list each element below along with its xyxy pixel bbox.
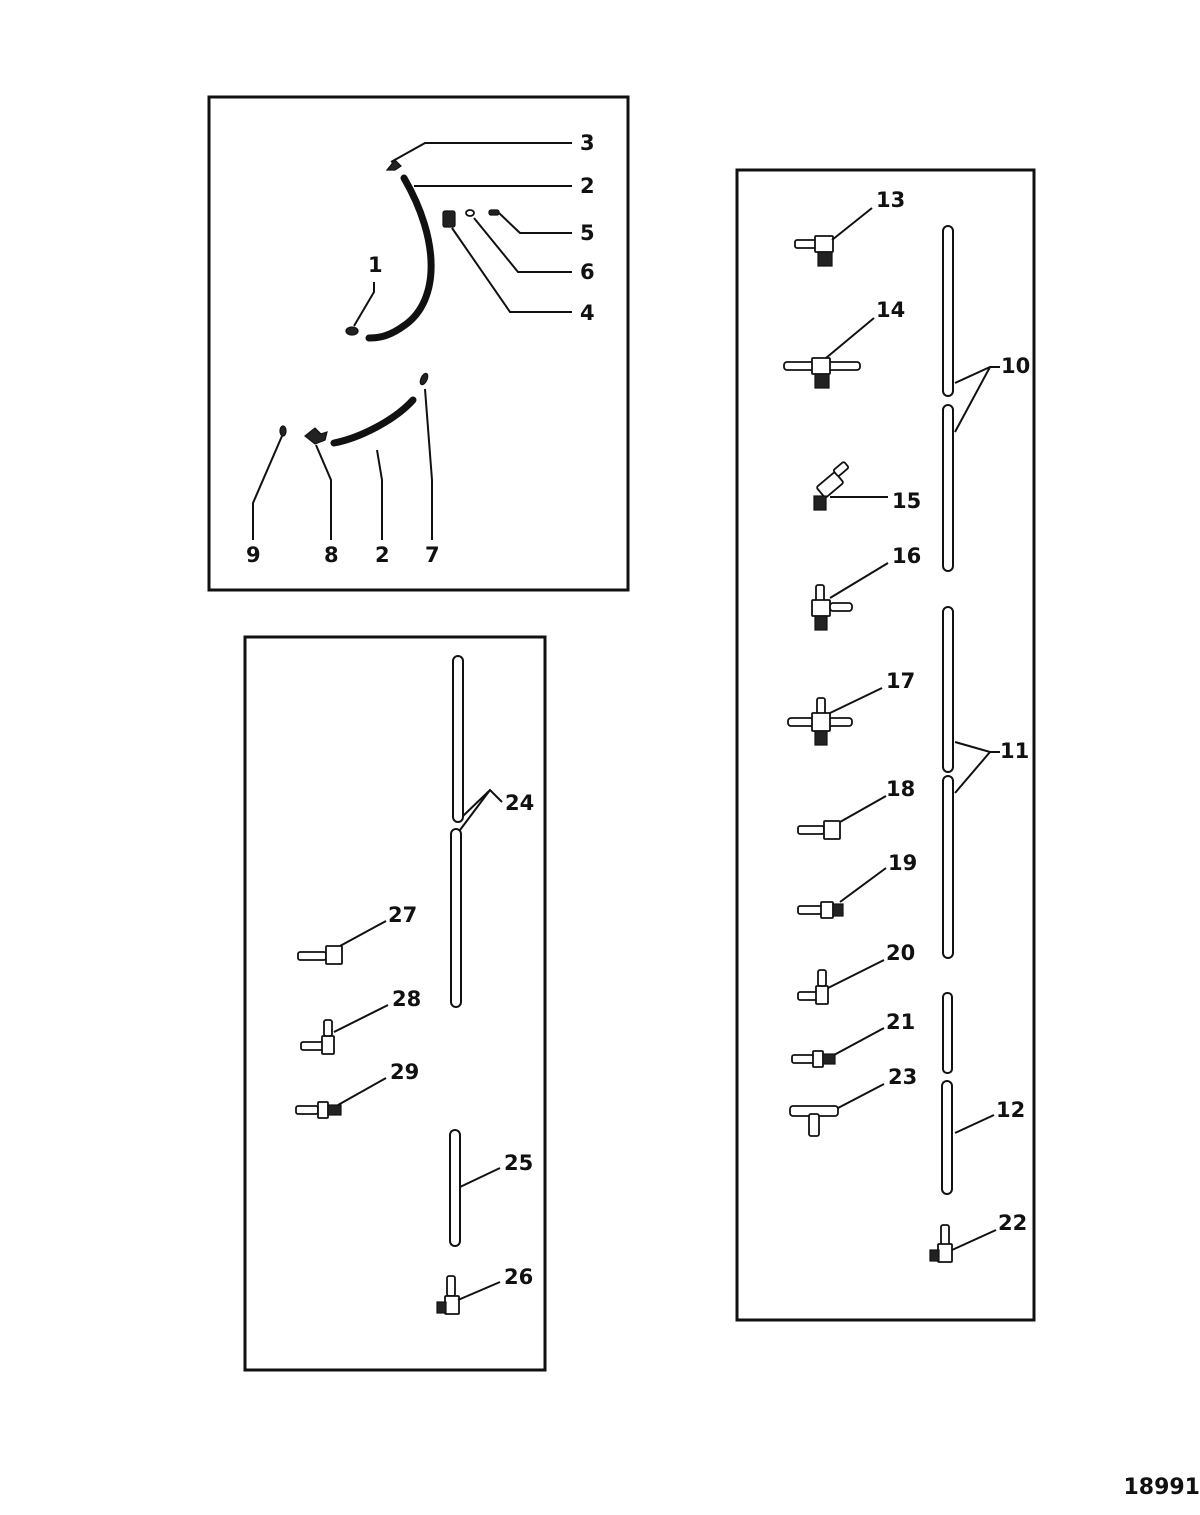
- leader-28: [333, 1004, 389, 1033]
- connector-part-3: [385, 159, 402, 171]
- callout-29: 29: [390, 1060, 419, 1084]
- fitting-part-27: [297, 945, 343, 965]
- callout-4: 4: [580, 301, 595, 325]
- fitting-part-22: [929, 1224, 953, 1263]
- callout-2a: 2: [580, 174, 595, 198]
- clamp-part-9: [279, 425, 287, 437]
- leader-22: [951, 1229, 997, 1251]
- callout-22: 22: [998, 1211, 1027, 1235]
- leader-12: [954, 1114, 995, 1134]
- leader-19: [839, 867, 887, 903]
- leader-9: [252, 435, 283, 540]
- fitting-part-23: [789, 1105, 839, 1137]
- leader-18: [839, 795, 887, 823]
- leader-8: [315, 444, 332, 540]
- panel-hoses: [207, 95, 630, 592]
- fitting-part-21: [791, 1050, 836, 1068]
- tube-part-11-lower: [942, 775, 954, 959]
- leader-10: [954, 366, 1000, 433]
- callout-26: 26: [504, 1265, 533, 1289]
- fitting-part-17: [787, 697, 853, 746]
- callout-3: 3: [580, 131, 595, 155]
- callout-11: 11: [1000, 739, 1029, 763]
- callout-7: 7: [425, 543, 440, 567]
- callout-10: 10: [1001, 354, 1030, 378]
- fitting-part-29: [295, 1101, 342, 1119]
- callout-27: 27: [388, 903, 417, 927]
- callout-28: 28: [392, 987, 421, 1011]
- callout-18: 18: [886, 777, 915, 801]
- fitting-part-20: [797, 969, 829, 1005]
- fitting-part-14: [783, 357, 861, 389]
- callout-25: 25: [504, 1151, 533, 1175]
- fitting-part-19: [797, 901, 844, 919]
- fitting-part-26: [436, 1275, 460, 1315]
- leader-27: [339, 920, 387, 947]
- tube-part-12-upper: [942, 992, 953, 1074]
- leader-7: [424, 388, 433, 540]
- callout-20: 20: [886, 941, 915, 965]
- leader-23: [837, 1083, 885, 1109]
- clamp-part-1: [345, 326, 359, 336]
- panel-fittings-right: [735, 168, 1036, 1322]
- leader-11: [954, 741, 1000, 794]
- fitting-part-13: [794, 235, 834, 267]
- leader-2b: [376, 449, 383, 540]
- leader-3: [390, 142, 572, 163]
- figure-number: 18991: [1123, 1475, 1200, 1500]
- callout-17: 17: [886, 669, 915, 693]
- leader-1: [353, 282, 375, 327]
- fitting-part-18: [797, 820, 841, 840]
- callout-19: 19: [888, 851, 917, 875]
- clamp-part-7: [419, 372, 429, 386]
- callout-6: 6: [580, 260, 595, 284]
- tube-part-25: [449, 1129, 461, 1247]
- callout-9: 9: [246, 543, 261, 567]
- leader-25: [459, 1167, 501, 1188]
- hose-part-2-lower: [330, 396, 417, 447]
- leader-20: [827, 959, 885, 989]
- leader-26: [457, 1281, 501, 1301]
- leader-5: [498, 212, 572, 234]
- callout-1: 1: [368, 253, 383, 277]
- fitting-part-15: [813, 461, 850, 511]
- callout-23: 23: [888, 1065, 917, 1089]
- callout-14: 14: [876, 298, 905, 322]
- callout-16: 16: [892, 544, 921, 568]
- callout-13: 13: [876, 188, 905, 212]
- leader-21: [833, 1027, 885, 1056]
- fitting-part-16: [811, 584, 853, 631]
- panel-tubes-left: [243, 635, 547, 1372]
- leader-16: [829, 562, 889, 599]
- fitting-part-8: [304, 427, 328, 445]
- callout-24: 24: [505, 791, 534, 815]
- callout-21: 21: [886, 1010, 915, 1034]
- fitting-part-4: [442, 210, 456, 228]
- hose-part-2-upper: [365, 174, 435, 342]
- callout-15: 15: [892, 489, 921, 513]
- callout-2b: 2: [375, 543, 390, 567]
- leader-6: [473, 217, 572, 273]
- leader-17: [829, 687, 883, 714]
- callout-12: 12: [996, 1098, 1025, 1122]
- leader-13: [831, 207, 873, 241]
- leader-24: [459, 788, 503, 831]
- leader-14: [825, 317, 875, 359]
- callout-8: 8: [324, 543, 339, 567]
- tube-part-10-upper: [942, 225, 954, 397]
- screw-part-5: [488, 209, 500, 216]
- fitting-part-28: [300, 1019, 335, 1055]
- leader-4: [451, 227, 572, 313]
- leader-29: [337, 1077, 387, 1106]
- tube-part-24-upper: [452, 655, 464, 823]
- washer-part-6: [465, 209, 475, 217]
- callout-5: 5: [580, 221, 595, 245]
- tube-part-11-upper: [942, 606, 954, 773]
- tube-part-10-lower: [942, 404, 954, 572]
- tube-part-12-lower: [941, 1080, 953, 1195]
- tube-part-24-lower: [450, 828, 462, 1008]
